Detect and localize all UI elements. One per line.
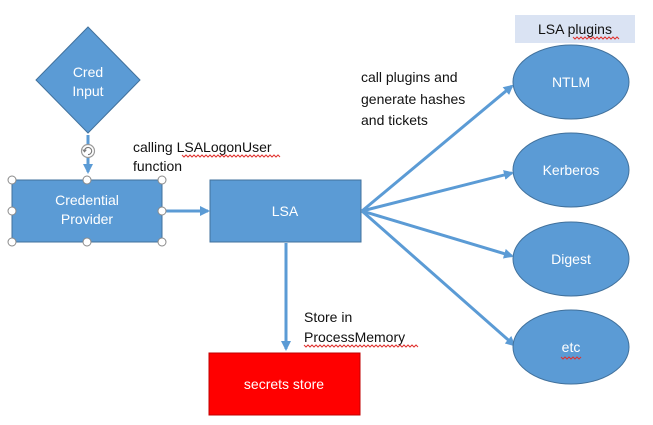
- arrow-lsa-to-etc: [361, 209, 516, 347]
- resize-handle-icon[interactable]: [82, 175, 92, 185]
- plugin-ntlm-node[interactable]: NTLM: [512, 44, 630, 120]
- plugin-etc-label: etc: [562, 339, 581, 355]
- annotation-call-plugins-line3: and tickets: [361, 112, 428, 128]
- plugin-kerberos-label: Kerberos: [543, 162, 600, 178]
- secrets-store-box: [208, 352, 361, 416]
- lsa-node[interactable]: LSA: [209, 179, 362, 243]
- resize-handle-icon[interactable]: [157, 206, 167, 216]
- arrow-lsa-to-digest: [361, 209, 514, 259]
- annotation-calling-line1: calling LSALogonUser: [133, 139, 272, 155]
- plugin-etc-ellipse: [512, 309, 630, 385]
- arrow-lsa-to-ntlm: [361, 84, 514, 213]
- resize-handle-icon[interactable]: [7, 237, 17, 247]
- annotation-store: Store in ProcessMemory: [303, 309, 419, 348]
- selection-handles: [7, 175, 167, 247]
- spellcheck-underline: [572, 36, 620, 40]
- resize-handle-icon[interactable]: [7, 206, 17, 216]
- annotation-call-plugins: call plugins and generate hashes and tic…: [361, 69, 465, 128]
- spellcheck-underline: [303, 344, 419, 348]
- plugin-digest-label: Digest: [551, 251, 591, 267]
- annotation-call-plugins-line1: call plugins and: [361, 69, 458, 85]
- resize-handle-icon[interactable]: [82, 237, 92, 247]
- connectors: [83, 84, 516, 351]
- cred-input-label-line1: Cred: [73, 64, 103, 80]
- plugin-kerberos-ellipse: [512, 132, 630, 208]
- secrets-store-node[interactable]: secrets store: [208, 352, 361, 416]
- resize-handle-icon[interactable]: [157, 237, 167, 247]
- secrets-store-label: secrets store: [244, 376, 324, 392]
- plugin-ntlm-label: NTLM: [552, 74, 590, 90]
- credential-provider-node[interactable]: Credential Provider: [11, 179, 163, 243]
- credential-provider-label-line2: Provider: [61, 211, 113, 227]
- annotation-calling: calling LSALogonUser function: [133, 139, 281, 174]
- arrow-lsa-to-kerberos: [361, 170, 514, 213]
- cred-input-label-line2: Input: [72, 83, 103, 99]
- spellcheck-underline: [560, 356, 582, 360]
- plugin-digest-ellipse: [512, 221, 630, 297]
- plugin-ntlm-ellipse: [512, 44, 630, 120]
- annotation-store-line1: Store in: [304, 309, 352, 325]
- cred-input-diamond: [35, 26, 141, 134]
- credential-provider-label-line1: Credential: [55, 192, 119, 208]
- resize-handle-icon[interactable]: [7, 175, 17, 185]
- annotation-store-line2: ProcessMemory: [304, 329, 405, 345]
- lsa-plugins-legend: LSA plugins: [515, 15, 635, 43]
- annotation-calling-line2: function: [133, 158, 182, 174]
- annotation-call-plugins-line2: generate hashes: [361, 91, 465, 107]
- plugin-digest-node[interactable]: Digest: [512, 221, 630, 297]
- spellcheck-underline: [181, 154, 281, 158]
- resize-handle-icon[interactable]: [157, 175, 167, 185]
- plugin-kerberos-node[interactable]: Kerberos: [512, 132, 630, 208]
- lsa-box: [209, 179, 362, 243]
- lsa-plugins-title: LSA plugins: [538, 21, 612, 37]
- cred-input-node[interactable]: Cred Input: [35, 26, 141, 134]
- plugin-etc-node[interactable]: etc: [512, 309, 630, 385]
- lsa-label: LSA: [272, 203, 299, 219]
- rotate-handle-icon[interactable]: [80, 143, 96, 159]
